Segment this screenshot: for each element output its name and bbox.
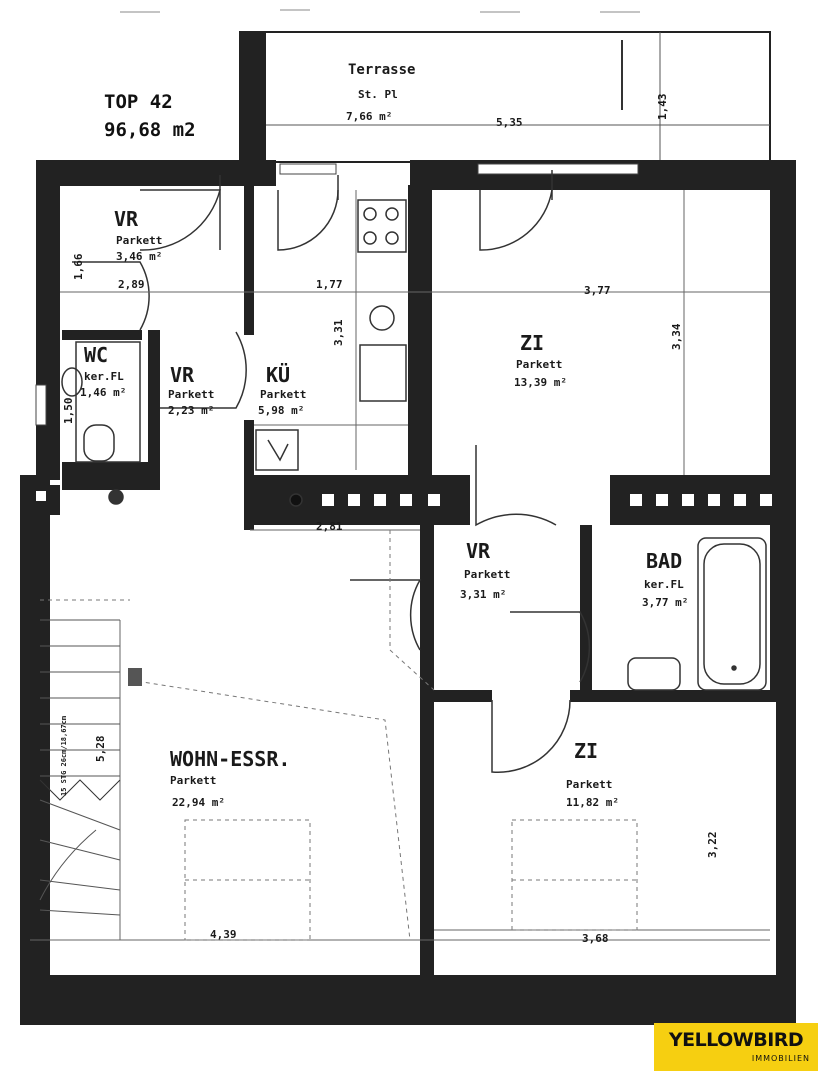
svg-text:Terrasse: Terrasse: [348, 62, 415, 78]
dim-room2-width: 3,68: [582, 932, 609, 945]
dim-kitchen-depth: 3,31: [332, 319, 345, 346]
wc-fixtures: [61, 341, 141, 505]
room-label-room2: ZI Parkett 11,82 m²: [566, 739, 619, 809]
dim-wc-width: 1,50: [62, 398, 75, 425]
room-label-hall3: VR Parkett 3,31 m²: [460, 539, 510, 601]
dim-hall-width: 2,89: [118, 278, 145, 291]
unit-label: TOP 42: [104, 91, 173, 113]
furniture-outlines: [40, 530, 638, 941]
room-label-hall1: VR Parkett 3,46 m²: [114, 207, 162, 263]
terrace: [239, 31, 771, 163]
svg-text:ZI: ZI: [574, 739, 598, 763]
svg-text:3,31 m²: 3,31 m²: [460, 588, 506, 601]
unit-area: 96,68 m2: [104, 119, 196, 141]
logo-tagline: IMMOBILIEN: [751, 1054, 810, 1063]
dim-kitchen-bottom: 2,81: [316, 520, 343, 533]
dim-stairs-note: 15 STG 26cm/18,67cm: [60, 716, 68, 796]
dim-terrace-width: 5,35: [496, 116, 523, 129]
scan-top-edge: [120, 9, 640, 13]
logo-brand: YELLOWBIRD: [668, 1029, 804, 1051]
doors: [72, 170, 591, 773]
svg-text:Parkett: Parkett: [168, 388, 214, 401]
dimension-labels: 5,35 1,43 2,89 1,77 3,77 3,34 3,31 1,66 …: [60, 94, 719, 946]
svg-text:ker.FL: ker.FL: [644, 578, 684, 591]
dim-kitchen-width: 1,77: [316, 278, 343, 291]
windows: [35, 163, 639, 426]
room-label-room1: ZI Parkett 13,39 m²: [514, 331, 567, 389]
room-label-bath: BAD ker.FL 3,77 m²: [642, 549, 688, 609]
svg-text:ZI: ZI: [520, 331, 544, 355]
bath-fixtures: [289, 493, 767, 691]
room-lines: [30, 190, 770, 941]
svg-text:5,98 m²: 5,98 m²: [258, 404, 304, 417]
room-label-wc: WC ker.FL 1,46 m²: [80, 343, 126, 399]
vent-blocks: [36, 491, 772, 506]
dim-wc-height: 1,66: [72, 253, 85, 280]
svg-text:Parkett: Parkett: [116, 234, 162, 247]
yellowbird-logo: YELLOWBIRD IMMOBILIEN: [654, 1023, 818, 1071]
svg-text:VR: VR: [466, 539, 491, 563]
svg-text:2,23 m²: 2,23 m²: [168, 404, 214, 417]
kitchen-fixtures: [255, 199, 407, 471]
svg-text:7,66 m²: 7,66 m²: [346, 110, 392, 123]
svg-text:St. Pl: St. Pl: [358, 88, 398, 101]
dim-terrace-depth: 1,43: [656, 94, 669, 121]
svg-text:VR: VR: [114, 207, 139, 231]
dim-living-depth: 5,28: [94, 736, 107, 763]
svg-text:Parkett: Parkett: [464, 568, 510, 581]
svg-text:11,82 m²: 11,82 m²: [566, 796, 619, 809]
svg-text:13,39 m²: 13,39 m²: [514, 376, 567, 389]
svg-text:22,94 m²: 22,94 m²: [172, 796, 225, 809]
dim-room1-width: 3,77: [584, 284, 611, 297]
room-label-hall2: VR Parkett 2,23 m²: [168, 363, 214, 417]
svg-text:ker.FL: ker.FL: [84, 370, 124, 383]
svg-text:Parkett: Parkett: [260, 388, 306, 401]
dim-room2-depth: 3,22: [706, 832, 719, 859]
svg-text:3,46 m²: 3,46 m²: [116, 250, 162, 263]
dim-room1-depth: 3,34: [670, 323, 683, 350]
svg-text:WOHN-ESSR.: WOHN-ESSR.: [170, 747, 290, 771]
room-label-kitchen: KÜ Parkett 5,98 m²: [258, 363, 306, 417]
svg-text:WC: WC: [84, 343, 108, 367]
svg-text:KÜ: KÜ: [266, 363, 290, 387]
svg-text:Parkett: Parkett: [516, 358, 562, 371]
svg-text:VR: VR: [170, 363, 195, 387]
staircase: [39, 619, 121, 916]
svg-text:Parkett: Parkett: [566, 778, 612, 791]
column-marker: [128, 668, 142, 686]
svg-text:Parkett: Parkett: [170, 774, 216, 787]
svg-text:3,77 m²: 3,77 m²: [642, 596, 688, 609]
svg-text:BAD: BAD: [646, 549, 682, 573]
svg-text:1,46 m²: 1,46 m²: [80, 386, 126, 399]
dim-living-width: 4,39: [210, 928, 237, 941]
room-label-living: WOHN-ESSR. Parkett 22,94 m²: [170, 747, 290, 809]
room-label-terrace: Terrasse St. Pl 7,66 m²: [346, 62, 415, 123]
